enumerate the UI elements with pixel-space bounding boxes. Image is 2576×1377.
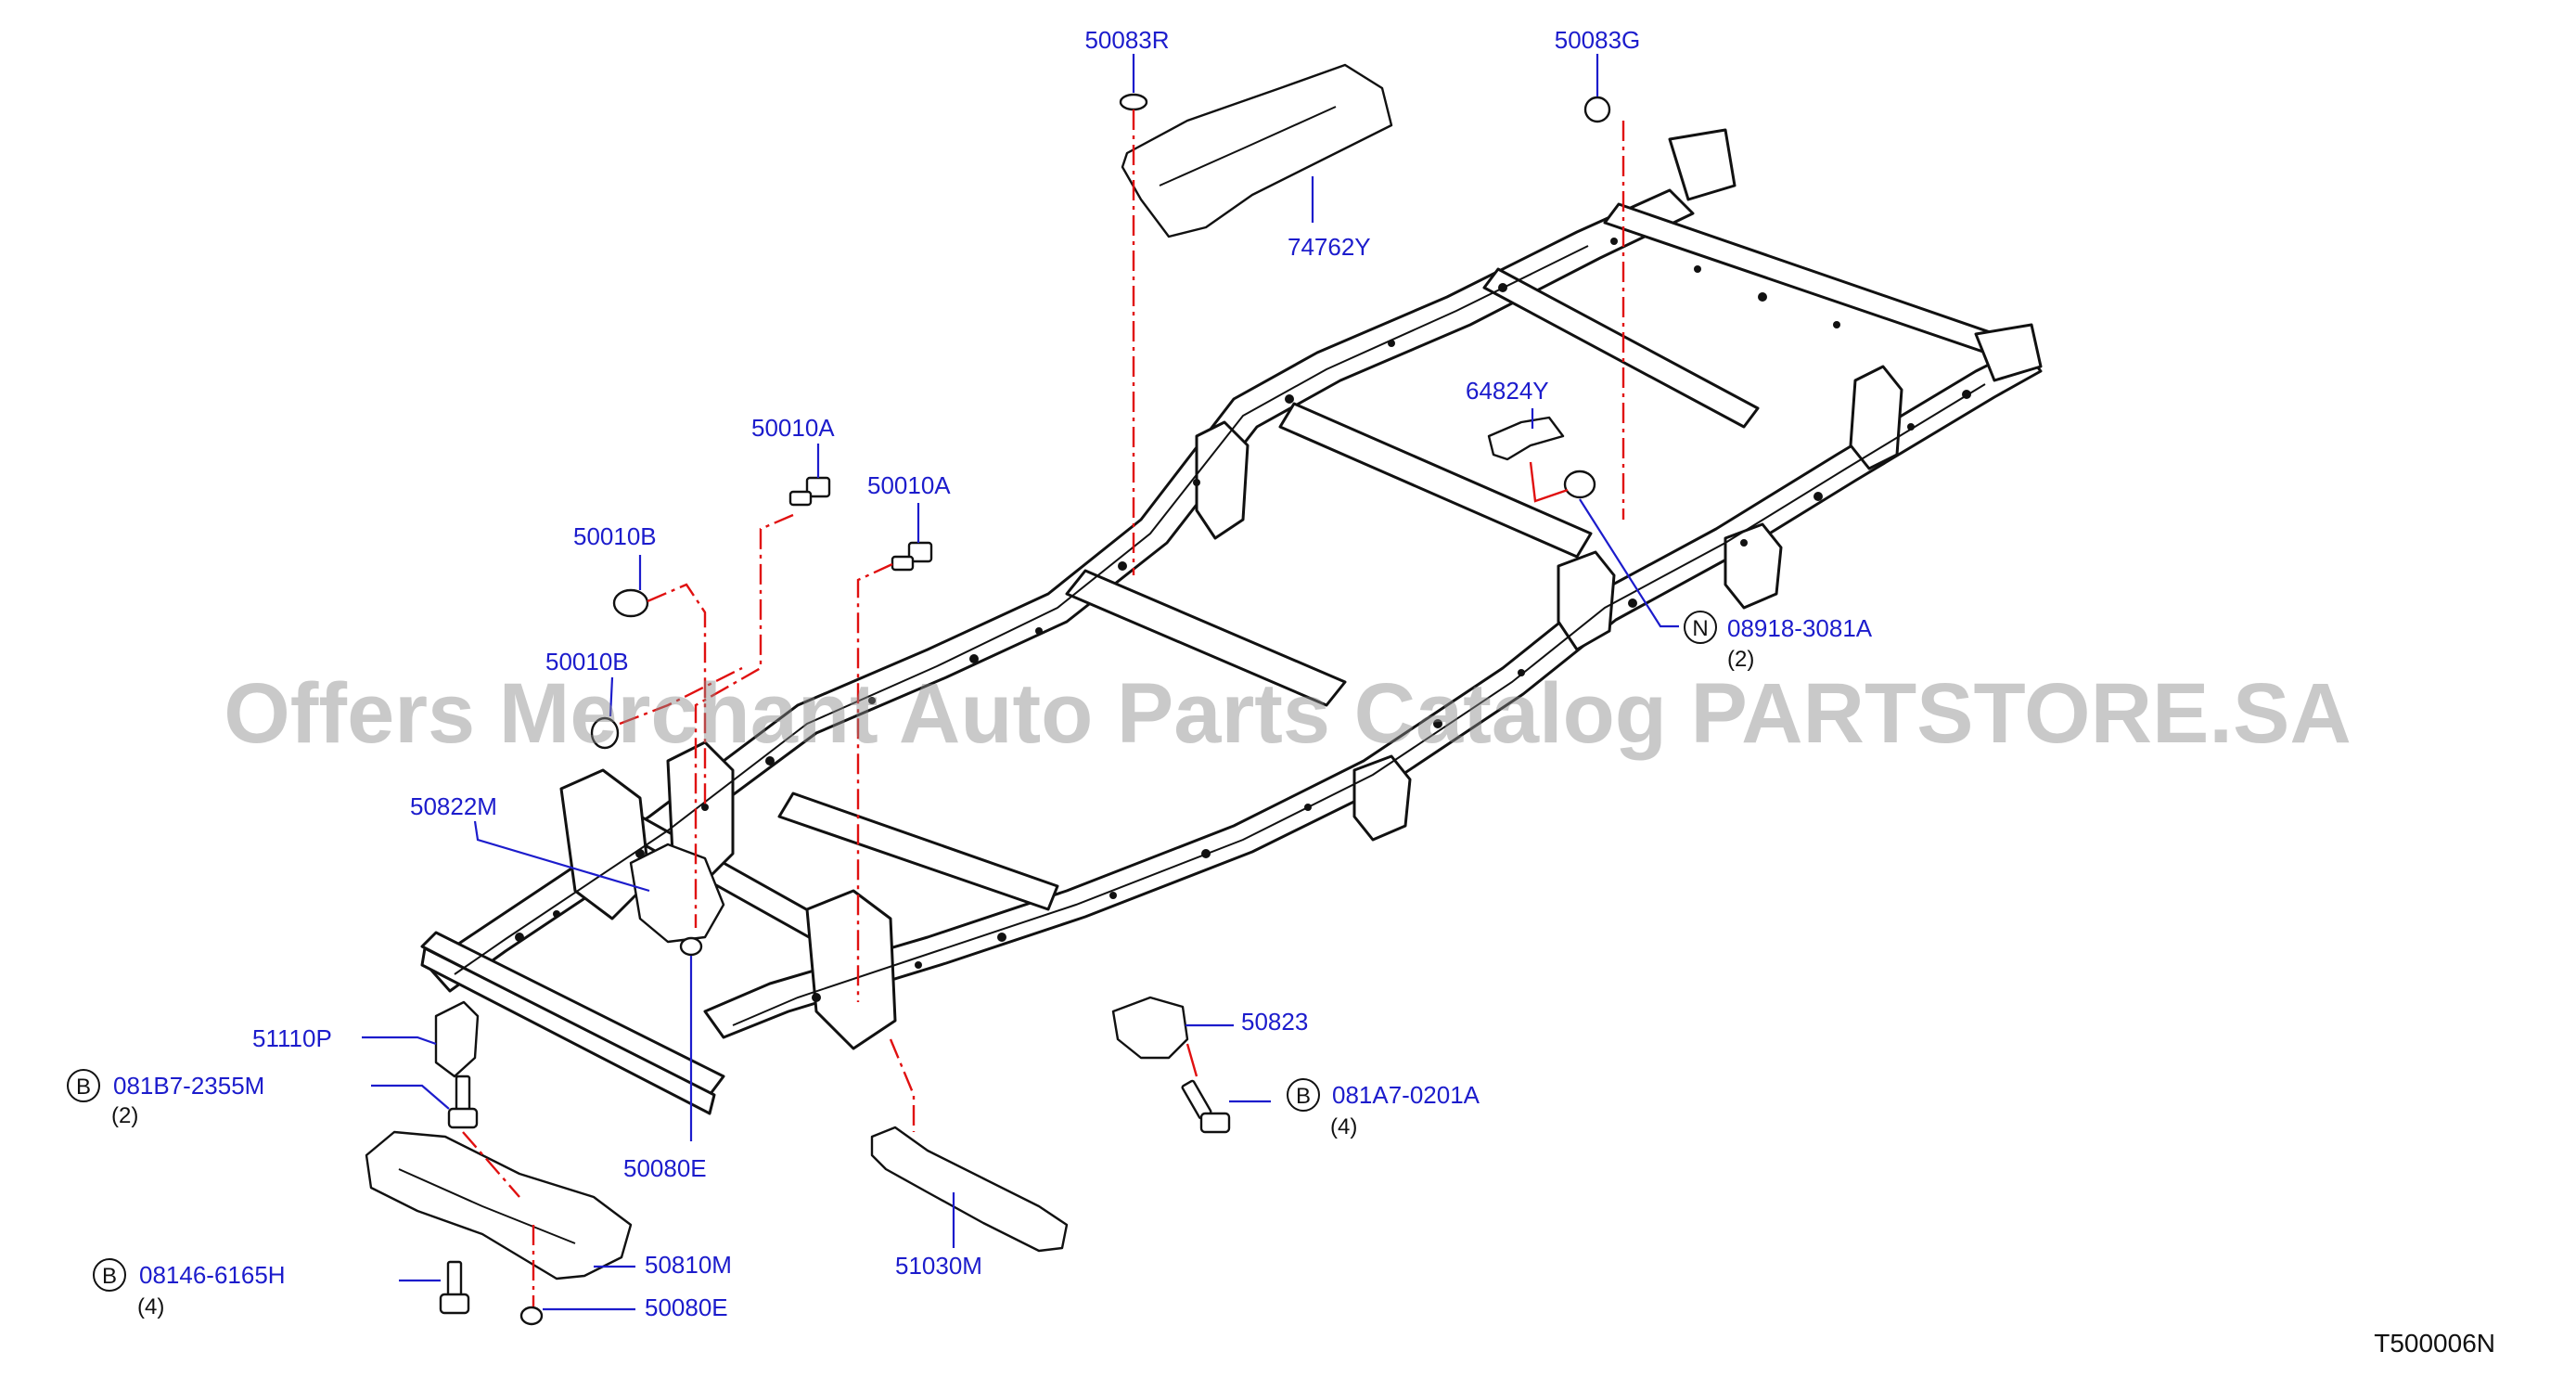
label-50080e-1[interactable]: 50080E [623,1154,707,1182]
bracket-64824y[interactable] [1487,416,1565,461]
label-50822m[interactable]: 50822M [410,792,497,820]
rear-right-rail-end [1974,323,2043,382]
crossmember-3 [1065,569,1347,707]
heat-shield-ridge [1159,106,1337,187]
label-08918-3081a[interactable]: 08918-3081A [1727,614,1873,642]
crossmember-5 [1482,267,1760,429]
label-50083g[interactable]: 50083G [1555,26,1641,54]
right-rail-edge [732,383,1986,1026]
label-50010a-1[interactable]: 50010A [751,414,835,442]
label-51110p[interactable]: 51110P [252,1024,332,1052]
crossmember-2 [777,791,1059,911]
label-08146-6165h[interactable]: 08146-6165H [139,1261,286,1289]
front-crossmember-face [420,946,716,1115]
clip-50080e-2[interactable] [519,1306,544,1326]
left-rail-edge [454,245,1589,975]
frame-holes [515,238,1971,1002]
brace-51030m[interactable] [870,1126,1069,1253]
body-mount-bracket-1 [1195,420,1250,540]
label-51030m[interactable]: 51030M [895,1252,982,1280]
label-081b7-2355m[interactable]: 081B7-2355M [113,1072,264,1100]
diagram-reference-code: T500006N [2374,1329,2495,1358]
body-mount-bracket-3 [1724,522,1783,610]
bolt-08146-6165h[interactable] [439,1260,470,1315]
qty-081b7-2355m: (2) [111,1103,138,1128]
callout-leaders [362,54,1679,1311]
nut-08918-3081a[interactable] [1563,470,1596,499]
callout-08918-3081a[interactable]: N 08918-3081A (2) [1684,611,1873,672]
symbol-b: B [1296,1084,1311,1109]
washer-50010b-2[interactable] [590,716,620,750]
symbol-b: B [102,1264,117,1289]
label-50080e-2[interactable]: 50080E [645,1293,728,1321]
nut-50010b-1[interactable] [612,588,649,618]
qty-08918-3081a: (2) [1727,647,1754,672]
rear-crossmember [1603,202,2024,364]
left-frame-rail [425,188,1695,993]
clip-50083r[interactable] [1119,93,1148,111]
label-50083r[interactable]: 50083R [1084,26,1169,54]
clip-50080e-1[interactable] [679,936,703,957]
skid-plate-ridge [398,1168,576,1244]
label-74762y[interactable]: 74762Y [1288,233,1371,261]
watermark-text: Offers Merchant Auto Parts Catalog PARTS… [224,666,2352,761]
rear-left-rail-end [1668,128,1737,201]
bracket-51110p[interactable] [434,1000,480,1078]
label-50823[interactable]: 50823 [1241,1008,1308,1036]
body-mount-bracket-4 [1849,365,1903,470]
front-right-spring-tower [805,889,897,1050]
label-50810m[interactable]: 50810M [645,1251,732,1279]
heat-shield-74762y[interactable] [1121,63,1393,238]
callout-081a7-0201a[interactable]: B 081A7-0201A (4) [1287,1078,1480,1139]
bracket-50823[interactable] [1111,996,1189,1060]
qty-081a7-0201a: (4) [1330,1114,1357,1139]
callout-08146-6165h[interactable]: B 08146-6165H (4) [93,1258,286,1319]
bolt-081a7-0201a[interactable] [1181,1079,1231,1134]
bolt-081b7-2355m[interactable] [447,1075,479,1129]
chassis-frame [420,128,2043,1115]
grommet-50083g[interactable] [1583,96,1611,123]
crossmember-4 [1278,402,1593,559]
bolt-50010a-1[interactable] [788,476,831,507]
bolt-50010a-2[interactable] [891,541,933,572]
label-50010a-2[interactable]: 50010A [867,471,951,499]
skid-plate-50810m[interactable] [365,1130,633,1280]
symbol-b: B [76,1075,91,1100]
body-mount-bracket-2 [1557,550,1616,651]
bracket-50822m[interactable] [629,843,725,944]
qty-08146-6165h: (4) [137,1294,164,1319]
label-50010b-1[interactable]: 50010B [573,522,657,550]
callout-081b7-2355m[interactable]: B 081B7-2355M (2) [67,1069,264,1128]
symbol-n: N [1692,616,1708,641]
assembly-guide-lines [462,109,1625,1306]
label-50010b-2[interactable]: 50010B [545,648,629,676]
label-64824y[interactable]: 64824Y [1466,377,1549,405]
label-081a7-0201a[interactable]: 081A7-0201A [1332,1081,1480,1109]
